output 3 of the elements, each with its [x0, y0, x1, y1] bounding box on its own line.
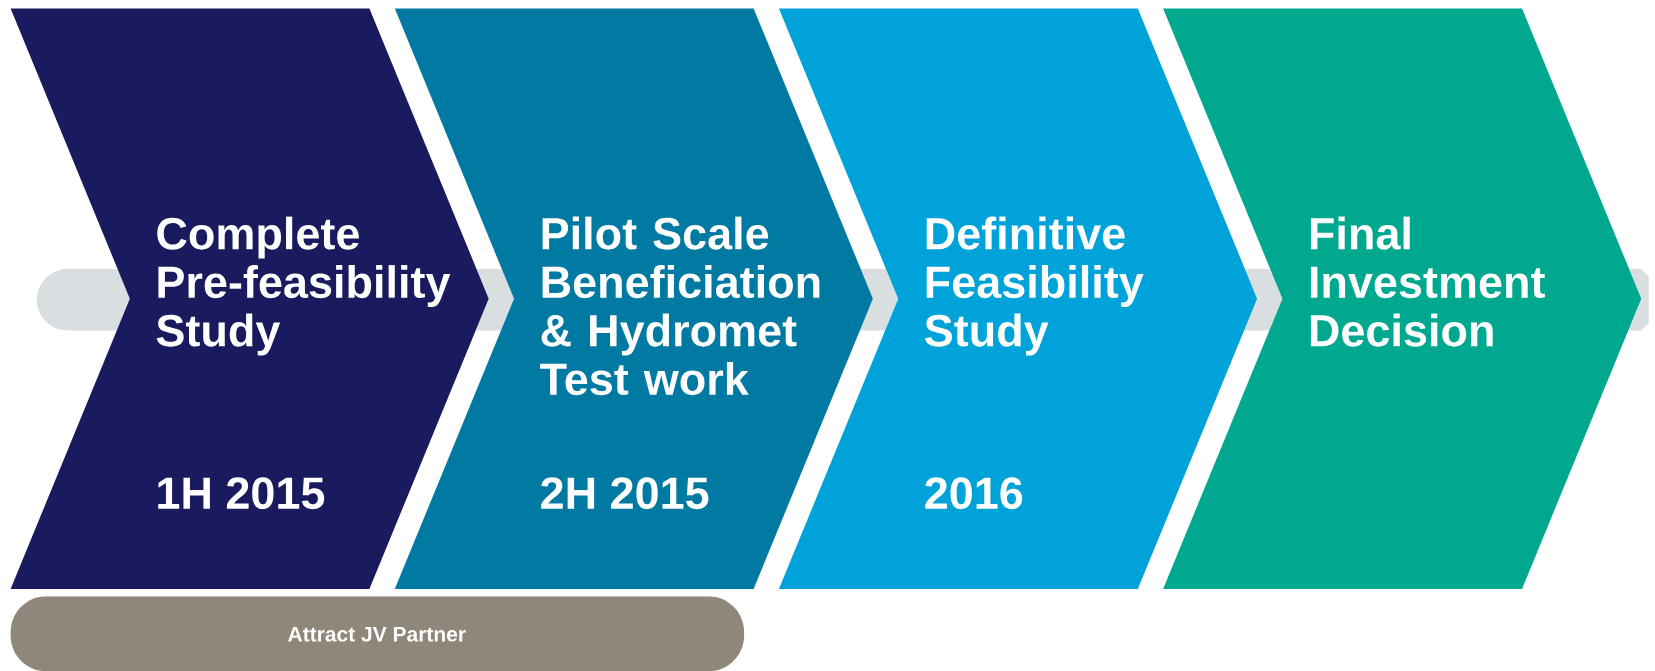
pill-bar: Attract JV Partner — [10, 596, 745, 671]
chevron-step: Final Investment Decision — [1163, 8, 1642, 589]
chevron-step: Complete Pre-feasibility Study 1H 2015 — [10, 8, 489, 589]
